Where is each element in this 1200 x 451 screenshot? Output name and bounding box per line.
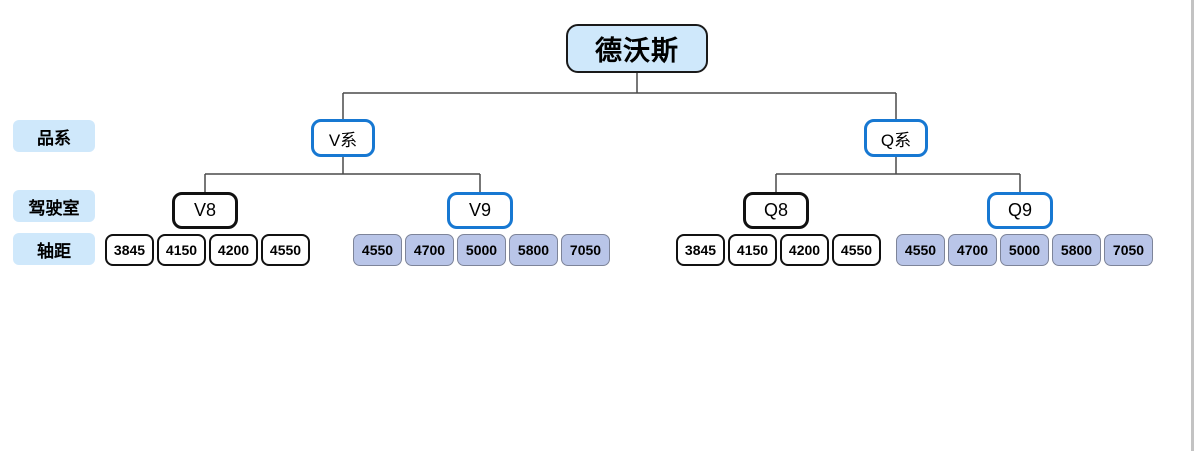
series-node-v: V系 (311, 119, 375, 157)
wheelbase-chip: 4700 (948, 234, 997, 266)
wheelbase-row-q9: 4550 4700 5000 5800 7050 (896, 234, 1153, 266)
wheelbase-chip: 3845 (676, 234, 725, 266)
wheelbase-chip: 4150 (157, 234, 206, 266)
wheelbase-chip: 7050 (561, 234, 610, 266)
wheelbase-chip: 4550 (353, 234, 402, 266)
wheelbase-chip: 5800 (1052, 234, 1101, 266)
row-label-wheelbase: 轴距 (13, 233, 95, 265)
wheelbase-chip: 7050 (1104, 234, 1153, 266)
wheelbase-row-v9: 4550 4700 5000 5800 7050 (353, 234, 610, 266)
root-node: 德沃斯 (566, 24, 708, 73)
wheelbase-chip: 4200 (209, 234, 258, 266)
cab-node-v9: V9 (447, 192, 513, 229)
series-node-q: Q系 (864, 119, 928, 157)
wheelbase-chip: 4550 (832, 234, 881, 266)
cab-node-q8: Q8 (743, 192, 809, 229)
wheelbase-chip: 4700 (405, 234, 454, 266)
wheelbase-chip: 5000 (457, 234, 506, 266)
wheelbase-chip: 4550 (261, 234, 310, 266)
page-edge-divider (1191, 0, 1194, 451)
wheelbase-chip: 4200 (780, 234, 829, 266)
wheelbase-row-v8: 3845 4150 4200 4550 (105, 234, 310, 266)
wheelbase-row-q8: 3845 4150 4200 4550 (676, 234, 881, 266)
cab-node-q9: Q9 (987, 192, 1053, 229)
cab-node-v8: V8 (172, 192, 238, 229)
row-label-cab: 驾驶室 (13, 190, 95, 222)
wheelbase-chip: 5000 (1000, 234, 1049, 266)
wheelbase-chip: 4550 (896, 234, 945, 266)
wheelbase-chip: 5800 (509, 234, 558, 266)
wheelbase-chip: 3845 (105, 234, 154, 266)
row-label-series: 品系 (13, 120, 95, 152)
wheelbase-chip: 4150 (728, 234, 777, 266)
